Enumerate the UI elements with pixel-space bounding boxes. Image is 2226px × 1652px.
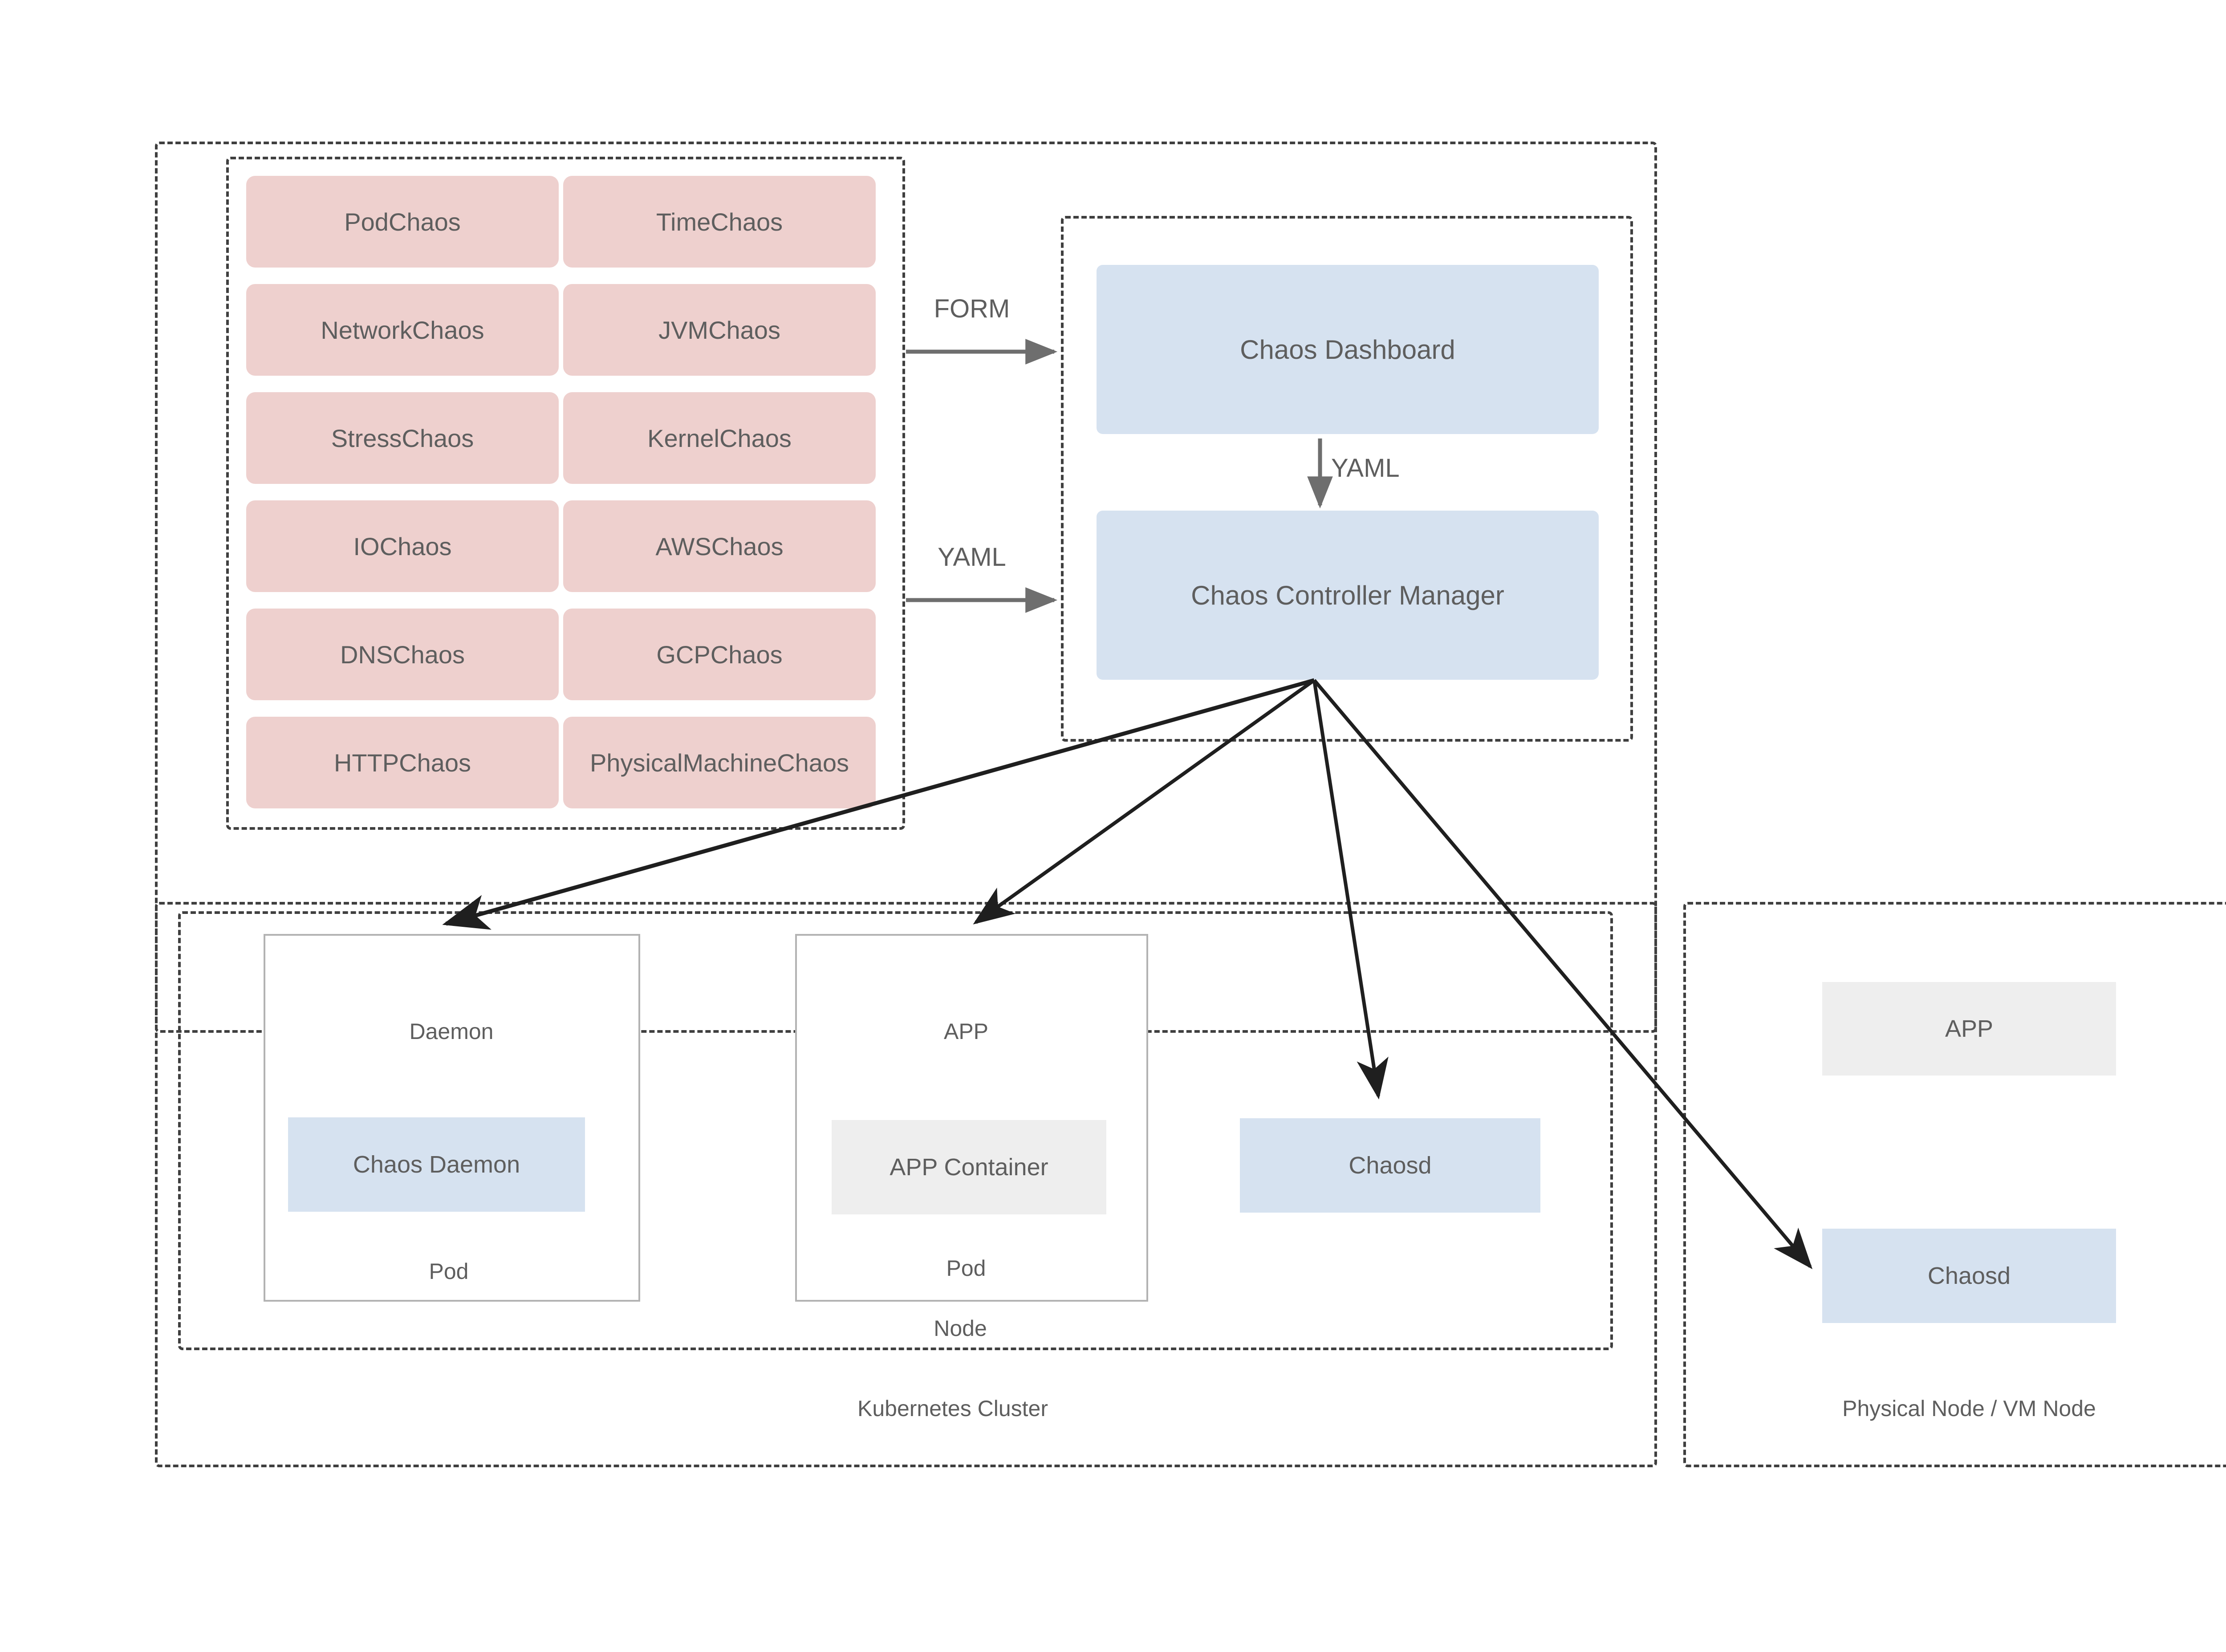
chaos-type-box-timechaos[interactable]: TimeChaos: [563, 176, 876, 268]
chaos-controller-manager-box[interactable]: Chaos Controller Manager: [1097, 511, 1599, 680]
chaos-dashboard-box[interactable]: Chaos Dashboard: [1097, 265, 1599, 434]
chaos-type-label: StressChaos: [331, 424, 474, 452]
chaos-daemon-label: Chaos Daemon: [353, 1151, 520, 1178]
chaos-type-box-kernelchaos[interactable]: KernelChaos: [563, 392, 876, 484]
chaos-type-box-awschaos[interactable]: AWSChaos: [563, 500, 876, 592]
app-pod-frame: [795, 934, 1148, 1302]
chaos-type-box-jvmchaos[interactable]: JVMChaos: [563, 284, 876, 376]
kubernetes-cluster-label: Kubernetes Cluster: [857, 1396, 1048, 1421]
chaos-type-box-dnschaos[interactable]: DNSChaos: [246, 609, 559, 700]
chaos-type-box-iochaos[interactable]: IOChaos: [246, 500, 559, 592]
chaos-type-label: JVMChaos: [658, 316, 780, 344]
chaos-type-box-podchaos[interactable]: PodChaos: [246, 176, 559, 268]
app-container-box[interactable]: APP Container: [832, 1120, 1106, 1214]
chaos-type-box-physicalmachinechaos[interactable]: PhysicalMachineChaos: [563, 717, 876, 808]
chaos-type-label: TimeChaos: [656, 207, 783, 236]
chaos-type-box-stresschaos[interactable]: StressChaos: [246, 392, 559, 484]
chaos-type-box-networkchaos[interactable]: NetworkChaos: [246, 284, 559, 376]
chaos-type-box-httpchaos[interactable]: HTTPChaos: [246, 717, 559, 808]
chaos-type-label: KernelChaos: [647, 424, 792, 452]
physical-chaosd-label: Chaosd: [1927, 1262, 2011, 1289]
chaos-type-label: GCPChaos: [656, 640, 783, 669]
app-container-label: APP Container: [890, 1154, 1048, 1181]
chaos-daemon-box[interactable]: Chaos Daemon: [288, 1117, 585, 1212]
physical-node-label: Physical Node / VM Node: [1842, 1396, 2096, 1421]
chaos-type-label: PhysicalMachineChaos: [589, 748, 849, 777]
chaos-dashboard-label: Chaos Dashboard: [1240, 334, 1455, 365]
chaos-type-label: PodChaos: [344, 207, 461, 236]
edge-label-form: FORM: [934, 294, 1010, 323]
physical-app-box[interactable]: APP: [1822, 982, 2116, 1076]
chaosd-node-box[interactable]: Chaosd: [1240, 1118, 1540, 1213]
chaos-type-label: AWSChaos: [655, 532, 784, 560]
app-pod-top-label: APP: [943, 1019, 989, 1044]
app-pod-bottom-label: Pod: [946, 1256, 986, 1281]
edge-label-yaml-dashboard-controller: YAML: [1331, 454, 1400, 483]
chaos-controller-manager-label: Chaos Controller Manager: [1191, 580, 1504, 610]
daemon-pod-bottom-label: Pod: [429, 1259, 469, 1284]
daemon-pod-top-label: Daemon: [409, 1019, 494, 1044]
physical-app-label: APP: [1945, 1015, 1994, 1042]
physical-chaosd-box[interactable]: Chaosd: [1822, 1229, 2116, 1323]
edge-label-yaml-input: YAML: [938, 543, 1006, 572]
chaos-type-label: NetworkChaos: [321, 316, 484, 344]
chaos-type-label: IOChaos: [353, 532, 452, 560]
chaos-type-box-gcpchaos[interactable]: GCPChaos: [563, 609, 876, 700]
node-label: Node: [934, 1316, 987, 1341]
chaos-type-label: HTTPChaos: [333, 748, 471, 777]
chaosd-node-label: Chaosd: [1349, 1152, 1432, 1179]
chaos-type-label: DNSChaos: [340, 640, 465, 669]
